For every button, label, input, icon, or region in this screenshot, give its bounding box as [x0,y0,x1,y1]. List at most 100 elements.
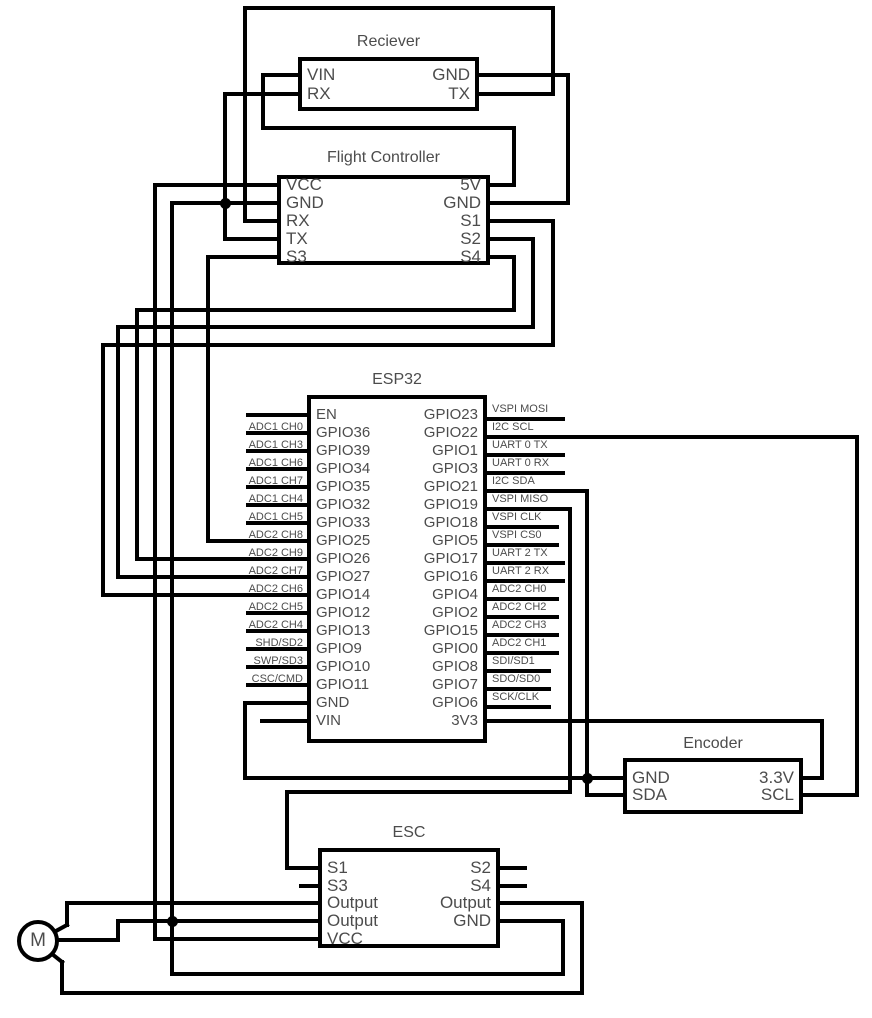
wire-fc-5v-to-receiver-vin [261,73,300,77]
pin-esp32-gpio14: GPIO14 [316,586,371,603]
wire-motor-to-esc-output-right [60,960,64,995]
wire-fc-s4-to-esp32-gpio26 [135,557,309,561]
wire-esp32-left-stub [246,485,309,489]
alt-label-uart-0-tx: UART 0 TX [492,439,548,451]
wire-esc-output2-to-motor [116,919,120,942]
pin-esp32-gpio17: GPIO17 [423,550,478,567]
wire-fc-s1-to-esp32-gpio14 [488,219,555,223]
wire-receiver-gnd-to-fc-gnd [566,73,570,205]
wire-fc-s4-to-esp32-gpio26 [488,255,516,259]
pin-esp32-gpio0: GPIO0 [432,640,478,657]
wire-esp32-left-stub [246,683,309,687]
alt-label-adc1-ch7: ADC1 CH7 [248,475,303,487]
wire-fc-vcc-to-esc-vcc [153,937,320,941]
pin-esp32-gpio32: GPIO32 [316,496,371,513]
pin-flight-controller-s3: S3 [286,247,307,266]
wire-receiver-tx-to-fc-rx [551,6,555,96]
pin-esp32-gpio21: GPIO21 [423,478,478,495]
wire-esp32-left-stub [246,647,309,651]
pin-esp32-gpio22: GPIO22 [423,424,478,441]
pin-esp32-gnd: GND [316,694,350,711]
pin-esp32-gpio33: GPIO33 [316,514,371,531]
pin-esp32-gpio23: GPIO23 [423,406,478,423]
wire-fc-s2-to-esp32-gpio27 [116,325,120,579]
alt-label-shd-sd2: SHD/SD2 [255,637,303,649]
block-flight-controller [277,175,490,265]
wire-fc-s3-to-esp32-gpio25 [206,255,210,543]
pin-esp32-gpio25: GPIO25 [316,532,371,549]
junction-dot [581,772,593,784]
wire-receiver-tx-to-fc-rx [477,92,555,96]
block-title-receiver: Reciever [356,33,421,50]
alt-label-i2c-scl: I2C SCL [492,421,534,433]
pin-esp32-gpio8: GPIO8 [432,658,478,675]
wire-fc-s2-to-esp32-gpio27 [488,237,535,241]
wire-fc-s2-to-esp32-gpio27 [116,575,309,579]
wire-esp32-right-stub [485,561,565,565]
wire-motor-to-esc-output-right [498,901,584,905]
alt-label-adc1-ch0: ADC1 CH0 [248,421,303,433]
wire-esp32-3v3-to-encoder-33v [820,719,824,780]
wire-esp32-right-stub [485,579,565,583]
wire-fc-s2-to-esp32-gpio27 [531,237,535,329]
wire-esp32-left-stub [246,521,309,525]
wire-fc-tx-to-receiver-rx [223,237,279,241]
alt-label-adc1-ch5: ADC1 CH5 [248,511,303,523]
pin-esp32-gpio13: GPIO13 [316,622,371,639]
wire-vspi-miso-to-esc-s1 [285,866,320,870]
wire-vspi-miso-to-esc-s1 [285,790,572,794]
pin-esp32-gpio36: GPIO36 [316,424,371,441]
wire-fc-s4-to-esp32-gpio26 [135,308,139,561]
wire-fc-gnd-to-esc-gnd [170,201,174,976]
alt-label-adc2-ch0: ADC2 CH0 [492,583,547,595]
alt-label-adc2-ch3: ADC2 CH3 [492,619,547,631]
wire-esp32-right-stub [485,651,559,655]
pin-encoder-sda: SDA [632,785,667,804]
pin-esp32-gpio26: GPIO26 [316,550,371,567]
pin-flight-controller-gnd: GND [443,193,481,212]
wire-fc-s4-to-esp32-gpio26 [512,255,516,312]
wire-receiver-gnd-to-fc-gnd [488,201,570,205]
alt-label-adc2-ch6: ADC2 CH6 [248,583,303,595]
wire-esp32-left-stub [246,449,309,453]
wire-esp32-3v3-to-encoder-33v [485,719,824,723]
pin-esc-output: Output [327,893,379,912]
wire-vspi-miso-to-esc-s1 [568,507,572,794]
block-title-flight-controller: Flight Controller [327,149,440,166]
pin-esp32-gpio4: GPIO4 [432,586,478,603]
pin-encoder-3.3v: 3.3V [759,768,794,787]
pin-esp32-gpio16: GPIO16 [423,568,478,585]
wire-fc-tx-to-receiver-rx [223,92,300,96]
alt-label-adc2-ch5: ADC2 CH5 [248,601,303,613]
wire-i2c-sda-to-encoder-sda [485,489,589,493]
wire-fc-s1-to-esp32-gpio14 [551,219,555,347]
block-title-encoder: Encoder [683,735,743,752]
pin-esp32-gpio3: GPIO3 [432,460,478,477]
alt-label-vspi-clk: VSPI CLK [492,511,542,523]
pin-esp32-gpio18: GPIO18 [423,514,478,531]
block-esc [318,848,500,948]
wire-esp32-left-stub [246,503,309,507]
wire-fc-s1-to-esp32-gpio14 [101,343,105,597]
wire-esp32-left-stub [246,413,309,417]
wire-fc-s4-to-esp32-gpio26 [135,308,516,312]
pin-esp32-gpio15: GPIO15 [423,622,478,639]
pin-esp32-gpio12: GPIO12 [316,604,371,621]
pin-esp32-gpio11: GPIO11 [316,676,370,693]
wire-fc-vcc-to-esc-vcc [153,183,157,941]
pin-esc-s3: S3 [327,876,348,895]
wire-i2c-scl-to-encoder-scl [855,435,859,797]
pin-esp32-vin: VIN [316,712,342,729]
wire-fc-s2-to-esp32-gpio27 [116,325,535,329]
alt-label-adc2-ch1: ADC2 CH1 [492,637,547,649]
pin-encoder-gnd: GND [632,768,670,787]
pin-flight-controller-s4: S4 [460,247,481,266]
wire-esp32-right-stub [485,615,559,619]
pin-esp32-3v3: 3V3 [451,712,478,729]
wire-esp32-right-stub [485,597,559,601]
wire-fc-vcc-to-esc-vcc [153,183,279,187]
wire-esp32-right-stub [485,543,559,547]
wire-esp32-right-stub [485,471,565,475]
pin-esp32-gpio1: GPIO1 [432,442,478,459]
pin-receiver-rx: RX [307,84,331,103]
